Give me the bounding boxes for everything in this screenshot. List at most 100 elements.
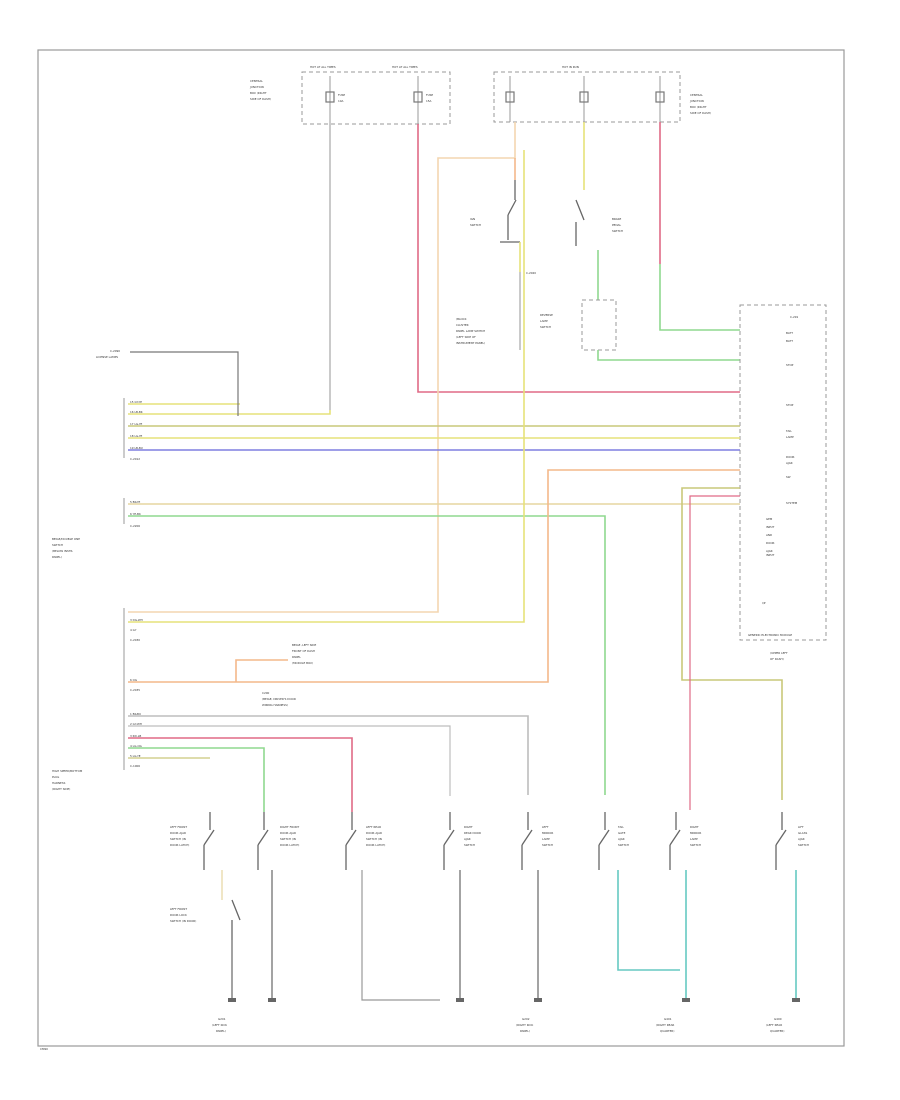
svg-text:4 LG-OG: 4 LG-OG xyxy=(130,744,142,748)
svg-text:SIDE OF DASH): SIDE OF DASH) xyxy=(250,97,271,101)
svg-text:RIGHT: RIGHT xyxy=(690,825,699,829)
svg-text:LAMP: LAMP xyxy=(542,837,550,841)
svg-text:C200: C200 xyxy=(262,691,270,695)
wire-gray-bottom-1 xyxy=(128,715,529,795)
svg-text:1 BK-BU: 1 BK-BU xyxy=(130,712,141,716)
svg-text:(LEFT SIDE OF: (LEFT SIDE OF xyxy=(456,335,476,339)
svg-text:6 YE-BK: 6 YE-BK xyxy=(130,512,141,516)
svg-text:PEDAL: PEDAL xyxy=(612,223,621,227)
svg-text:DOOR: DOOR xyxy=(766,541,775,545)
svg-text:G201: G201 xyxy=(218,1017,226,1021)
wire-orange-h xyxy=(128,469,740,683)
svg-text:3 DG-WH: 3 DG-WH xyxy=(130,618,143,622)
svg-text:MIRROR: MIRROR xyxy=(690,831,701,835)
svg-text:SYSTEM: SYSTEM xyxy=(786,501,798,505)
svg-text:15A: 15A xyxy=(426,99,432,103)
svg-text:(RIGHT KICK: (RIGHT KICK xyxy=(516,1023,533,1027)
page-code: CM90 xyxy=(40,1047,48,1051)
svg-text:BATT: BATT xyxy=(786,339,793,343)
svg-text:AJAR: AJAR xyxy=(766,549,773,553)
svg-text:C-291: C-291 xyxy=(790,315,799,319)
svg-text:WIRING HARNESS): WIRING HARNESS) xyxy=(262,703,288,707)
svg-text:DOOR: DOOR xyxy=(786,455,795,459)
ground-symbols: G201 (LEFT KICK PANEL) G202 (RIGHT KICK … xyxy=(212,998,800,1033)
svg-text:15 GY-YE: 15 GY-YE xyxy=(130,400,142,404)
svg-text:RIGHT FRONT: RIGHT FRONT xyxy=(280,825,299,829)
svg-text:DOOR AJAR: DOOR AJAR xyxy=(170,831,186,835)
switch-labels: LEFT FRONT DOOR AJAR SWITCH (IN DOOR LAT… xyxy=(170,825,809,923)
svg-text:CENTRAL: CENTRAL xyxy=(250,79,263,83)
svg-text:(LEFT REAR: (LEFT REAR xyxy=(766,1023,782,1027)
wire-yellow-k xyxy=(128,150,525,623)
svg-text:C-2090: C-2090 xyxy=(110,349,120,353)
svg-text:BOX (RIGHT: BOX (RIGHT xyxy=(690,105,707,109)
svg-text:2 GY-WH: 2 GY-WH xyxy=(130,722,142,726)
svg-text:STOP: STOP xyxy=(786,403,794,407)
svg-text:BRAKE: BRAKE xyxy=(612,217,621,221)
svg-text:STOP: STOP xyxy=(786,363,794,367)
svg-text:SWITCH: SWITCH xyxy=(540,325,551,329)
svg-text:(BLOCK: (BLOCK xyxy=(456,317,467,321)
wire-gray-bottom-2 xyxy=(128,725,451,796)
svg-text:PANEL): PANEL) xyxy=(216,1029,226,1033)
svg-text:6 OG: 6 OG xyxy=(130,678,137,682)
svg-text:SWITCH (IN DOOR): SWITCH (IN DOOR) xyxy=(170,919,196,923)
svg-text:BEIGE ,LEFT SIDE: BEIGE ,LEFT SIDE xyxy=(292,643,316,647)
svg-text:(MODULE BOX): (MODULE BOX) xyxy=(292,661,313,665)
svg-text:TAIL: TAIL xyxy=(785,429,792,433)
svg-text:G401: G401 xyxy=(664,1017,672,1021)
wire-yellow-b xyxy=(128,410,331,415)
svg-text:FUSE: FUSE xyxy=(426,93,433,97)
svg-text:(BELOW INSTR.: (BELOW INSTR. xyxy=(52,549,73,553)
svg-text:FRONT OF DASH: FRONT OF DASH xyxy=(292,649,315,653)
wire-green-g xyxy=(128,515,606,795)
svg-text:C-2030: C-2030 xyxy=(130,638,140,642)
svg-text:SWITCH: SWITCH xyxy=(612,229,623,233)
svg-text:GATE: GATE xyxy=(618,831,626,835)
svg-text:PANEL LAMP SWITCH: PANEL LAMP SWITCH xyxy=(456,329,485,333)
svg-text:JUNCTION: JUNCTION xyxy=(249,85,264,89)
svg-text:SWITCH (IN: SWITCH (IN xyxy=(280,837,296,841)
svg-text:SIDE OF DASH): SIDE OF DASH) xyxy=(690,111,711,115)
svg-text:FUSE: FUSE xyxy=(338,93,345,97)
svg-text:SWITCH: SWITCH xyxy=(464,843,475,847)
diagram-border xyxy=(37,49,845,1047)
svg-text:LEFT FRONT: LEFT FRONT xyxy=(170,907,187,911)
fuse-panel-right: HOT IN RUN CENTRAL JUNCTION BOX (RIGHT S… xyxy=(493,65,711,123)
svg-text:DOOR AJAR: DOOR AJAR xyxy=(280,831,296,835)
svg-text:DOOR AJAR: DOOR AJAR xyxy=(366,831,382,835)
svg-text:DOOR LATCH): DOOR LATCH) xyxy=(170,843,189,847)
svg-text:AND: AND xyxy=(766,533,772,537)
svg-text:MIRROR: MIRROR xyxy=(542,831,553,835)
svg-text:C-1006: C-1006 xyxy=(130,764,140,768)
svg-text:(LEFT KICK: (LEFT KICK xyxy=(212,1023,227,1027)
svg-text:(RIGHT SIDE): (RIGHT SIDE) xyxy=(52,787,70,791)
svg-text:HIGH SPEED/BOTTOM: HIGH SPEED/BOTTOM xyxy=(52,769,83,773)
svg-text:SWITCH: SWITCH xyxy=(52,543,63,547)
svg-text:LICENSE LAMPS: LICENSE LAMPS xyxy=(96,355,118,359)
svg-text:QUARTER): QUARTER) xyxy=(660,1029,674,1033)
svg-text:HOT AT ALL TIMES: HOT AT ALL TIMES xyxy=(392,65,418,69)
svg-text:AJAR: AJAR xyxy=(786,461,793,465)
wire-orange-fuse-to-cluster xyxy=(128,122,516,613)
svg-text:GENERIC ELECTRONIC MODULE: GENERIC ELECTRONIC MODULE xyxy=(748,633,792,637)
svg-text:IGN: IGN xyxy=(470,217,475,221)
svg-text:(BEIGE, DRIVER'S DOOR: (BEIGE, DRIVER'S DOOR xyxy=(262,697,296,701)
wire-green-bottom xyxy=(128,747,265,812)
svg-text:INSTRUMENT PANEL): INSTRUMENT PANEL) xyxy=(456,341,485,345)
svg-text:17 LG-YE: 17 LG-YE xyxy=(130,422,143,426)
svg-text:SWITCH: SWITCH xyxy=(798,843,809,847)
svg-text:G202: G202 xyxy=(522,1017,530,1021)
svg-text:G400: G400 xyxy=(774,1017,782,1021)
wire-olive-i xyxy=(681,487,783,800)
svg-text:C-2020: C-2020 xyxy=(526,271,536,275)
svg-text:3 RD-LB: 3 RD-LB xyxy=(130,734,141,738)
svg-text:RIGHT: RIGHT xyxy=(464,825,473,829)
svg-text:(RIGHT REAR: (RIGHT REAR xyxy=(656,1023,674,1027)
svg-text:LAMP: LAMP xyxy=(786,435,794,439)
svg-text:PANEL): PANEL) xyxy=(520,1029,530,1033)
svg-text:10A: 10A xyxy=(338,99,344,103)
svg-text:16 LB-BK: 16 LB-BK xyxy=(130,410,143,414)
svg-text:JUNCTION: JUNCTION xyxy=(689,99,704,103)
